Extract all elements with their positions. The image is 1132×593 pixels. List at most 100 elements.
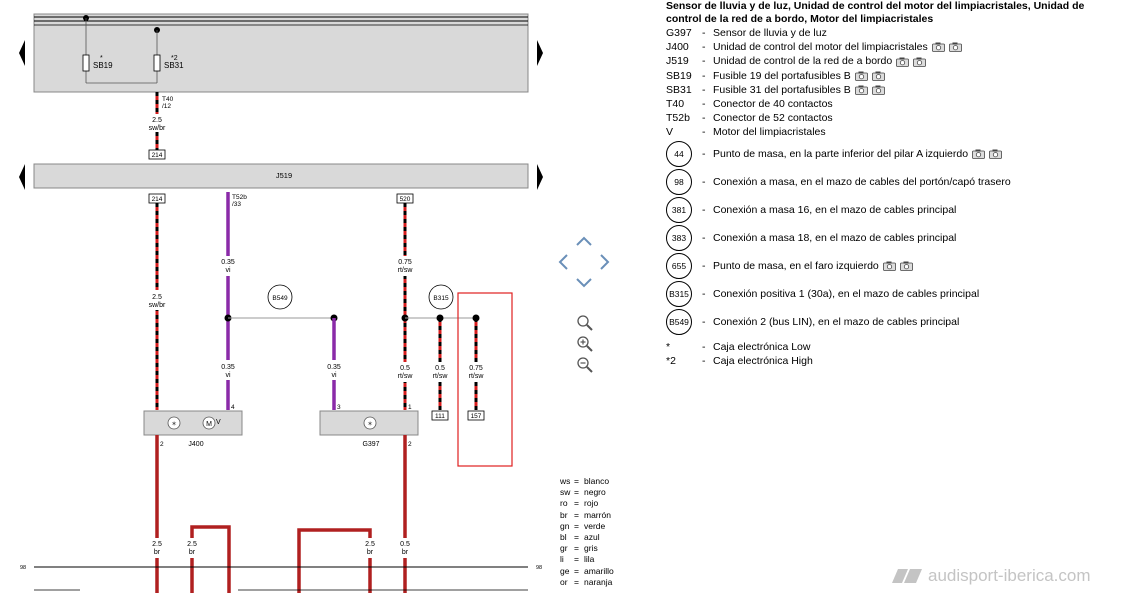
- color-abbr: br: [560, 509, 568, 520]
- rail-label-right: 98: [536, 565, 542, 571]
- color-abbr: ws: [560, 476, 571, 486]
- svg-text:M: M: [206, 421, 212, 428]
- connector-t40: T40: [162, 96, 174, 103]
- camera-icon[interactable]: [854, 71, 868, 81]
- legend-circle-item: 383-Conexión a masa 18, en el mazo de ca…: [666, 224, 1106, 252]
- color-abbr: gn: [560, 520, 570, 531]
- legend-desc: Conexión a masa 18, en el mazo de cables…: [713, 231, 957, 244]
- wire-color-label: vi: [225, 267, 231, 274]
- wire-color-label: sw/br: [149, 302, 166, 309]
- legend-circle-item: B549-Conexión 2 (bus LIN), en el mazo de…: [666, 308, 1106, 336]
- legend-dash: -: [702, 175, 706, 188]
- wire-size-label: 0.35: [327, 364, 341, 371]
- legend-desc: Conector de 52 contactos: [713, 112, 833, 125]
- color-name: naranja: [584, 576, 613, 587]
- camera-icon[interactable]: [871, 71, 885, 81]
- wire-ref-111: 111: [435, 413, 445, 420]
- legend-dash: -: [702, 55, 706, 68]
- pan-left-icon[interactable]: [558, 254, 568, 270]
- color-name: gris: [584, 543, 598, 554]
- g397-label: G397: [362, 441, 379, 448]
- wire-color-label: sw/br: [149, 125, 166, 132]
- camera-icon[interactable]: [899, 261, 913, 271]
- pin-label: 2: [408, 441, 412, 448]
- watermark-text: audisport-iberica.com: [928, 566, 1091, 585]
- ground-point-symbol: 98: [666, 168, 692, 195]
- legend-desc: Unidad de control de la red de a bordo: [713, 55, 893, 68]
- watermark-logo-icon: [892, 569, 922, 583]
- wire-size-label: 0.5: [400, 365, 410, 372]
- camera-icon[interactable]: [989, 149, 1002, 159]
- color-eq: =: [574, 576, 579, 587]
- color-key-row: sw=negro: [560, 487, 614, 498]
- ground-point-symbol: 655: [666, 252, 692, 279]
- camera-icon[interactable]: [931, 42, 945, 53]
- legend-dash: -: [702, 287, 706, 300]
- fuse-sb31-label: SB31: [164, 61, 184, 70]
- legend-item: G397-Sensor de lluvia y de luz: [666, 26, 1106, 40]
- color-abbr: or: [560, 576, 568, 587]
- pan-up-icon[interactable]: [576, 236, 592, 246]
- legend-code: SB19: [666, 69, 692, 82]
- color-key-row: ws=blanco: [560, 476, 614, 487]
- b315-label: B315: [433, 295, 449, 302]
- legend-circle-item: 381-Conexión a masa 16, en el mazo de ca…: [666, 196, 1106, 224]
- color-name: marrón: [584, 509, 611, 520]
- scroll-left-icon[interactable]: [19, 164, 25, 190]
- legend-dash: -: [702, 83, 706, 96]
- ground-point-symbol: 383: [666, 224, 692, 251]
- camera-icon[interactable]: [871, 85, 885, 95]
- color-eq: =: [574, 532, 579, 543]
- color-key-row: br=marrón: [560, 510, 614, 521]
- motor-v-label: V: [216, 419, 221, 426]
- scroll-right-icon[interactable]: [537, 164, 543, 190]
- camera-icon[interactable]: [913, 57, 927, 67]
- legend-desc: Motor del limpiacristales: [713, 126, 826, 139]
- legend-panel: Sensor de lluvia y de luz, Unidad de con…: [666, 0, 1106, 368]
- scroll-right-icon[interactable]: [537, 40, 543, 66]
- legend-desc: Caja electrónica Low: [713, 340, 811, 353]
- color-name: negro: [584, 487, 606, 498]
- legend-item: J519-Unidad de control de la red de a bo…: [666, 54, 1106, 68]
- color-name: lila: [584, 554, 595, 565]
- connector-t52b: T52b: [232, 194, 247, 201]
- rail-label-left: 98: [20, 565, 26, 571]
- color-eq: =: [574, 487, 579, 498]
- wire-size-label: 0.35: [221, 259, 235, 266]
- legend-item: SB19-Fusible 19 del portafusibles B: [666, 69, 1106, 83]
- zoom-icon[interactable]: [576, 314, 594, 332]
- legend-desc: Punto de masa, en el faro izquierdo: [713, 259, 879, 272]
- fuse-sb31: [153, 54, 161, 72]
- legend-desc: Punto de masa, en la parte inferior del …: [713, 147, 969, 160]
- component-j400: [143, 410, 243, 436]
- wire-color-label: br: [402, 549, 409, 556]
- camera-icon[interactable]: [948, 42, 962, 53]
- color-abbr: gr: [560, 543, 568, 554]
- pan-right-icon[interactable]: [600, 254, 610, 270]
- color-abbr: ge: [560, 565, 570, 576]
- zoom-in-icon[interactable]: [576, 335, 594, 353]
- ground-point-symbol: B549: [666, 308, 692, 335]
- legend-dash: -: [702, 203, 706, 216]
- legend-circle-items: 44-Punto de masa, en la parte inferior d…: [666, 140, 1106, 336]
- pan-control[interactable]: [556, 234, 612, 290]
- legend-item: V-Motor del limpiacristales: [666, 125, 1106, 139]
- color-key-row: bl=azul: [560, 532, 614, 543]
- zoom-out-icon[interactable]: [576, 356, 594, 374]
- wire-size-label: 0.35: [221, 364, 235, 371]
- camera-icon[interactable]: [896, 57, 910, 67]
- color-name: rojo: [584, 498, 599, 509]
- legend-desc: Conexión 2 (bus LIN), en el mazo de cabl…: [713, 315, 960, 328]
- legend-dash: -: [702, 354, 706, 367]
- camera-icon[interactable]: [854, 85, 868, 95]
- legend-desc: Sensor de lluvia y de luz: [713, 27, 827, 39]
- pan-down-icon[interactable]: [576, 278, 592, 288]
- camera-icon[interactable]: [882, 261, 896, 271]
- color-key-row: ro=rojo: [560, 498, 614, 509]
- scroll-left-icon[interactable]: [19, 40, 25, 66]
- camera-icon[interactable]: [972, 149, 985, 159]
- legend-desc: Conector de 40 contactos: [713, 98, 833, 111]
- legend-circle-item: 655-Punto de masa, en el faro izquierdo: [666, 252, 1106, 280]
- legend-code: SB31: [666, 83, 692, 96]
